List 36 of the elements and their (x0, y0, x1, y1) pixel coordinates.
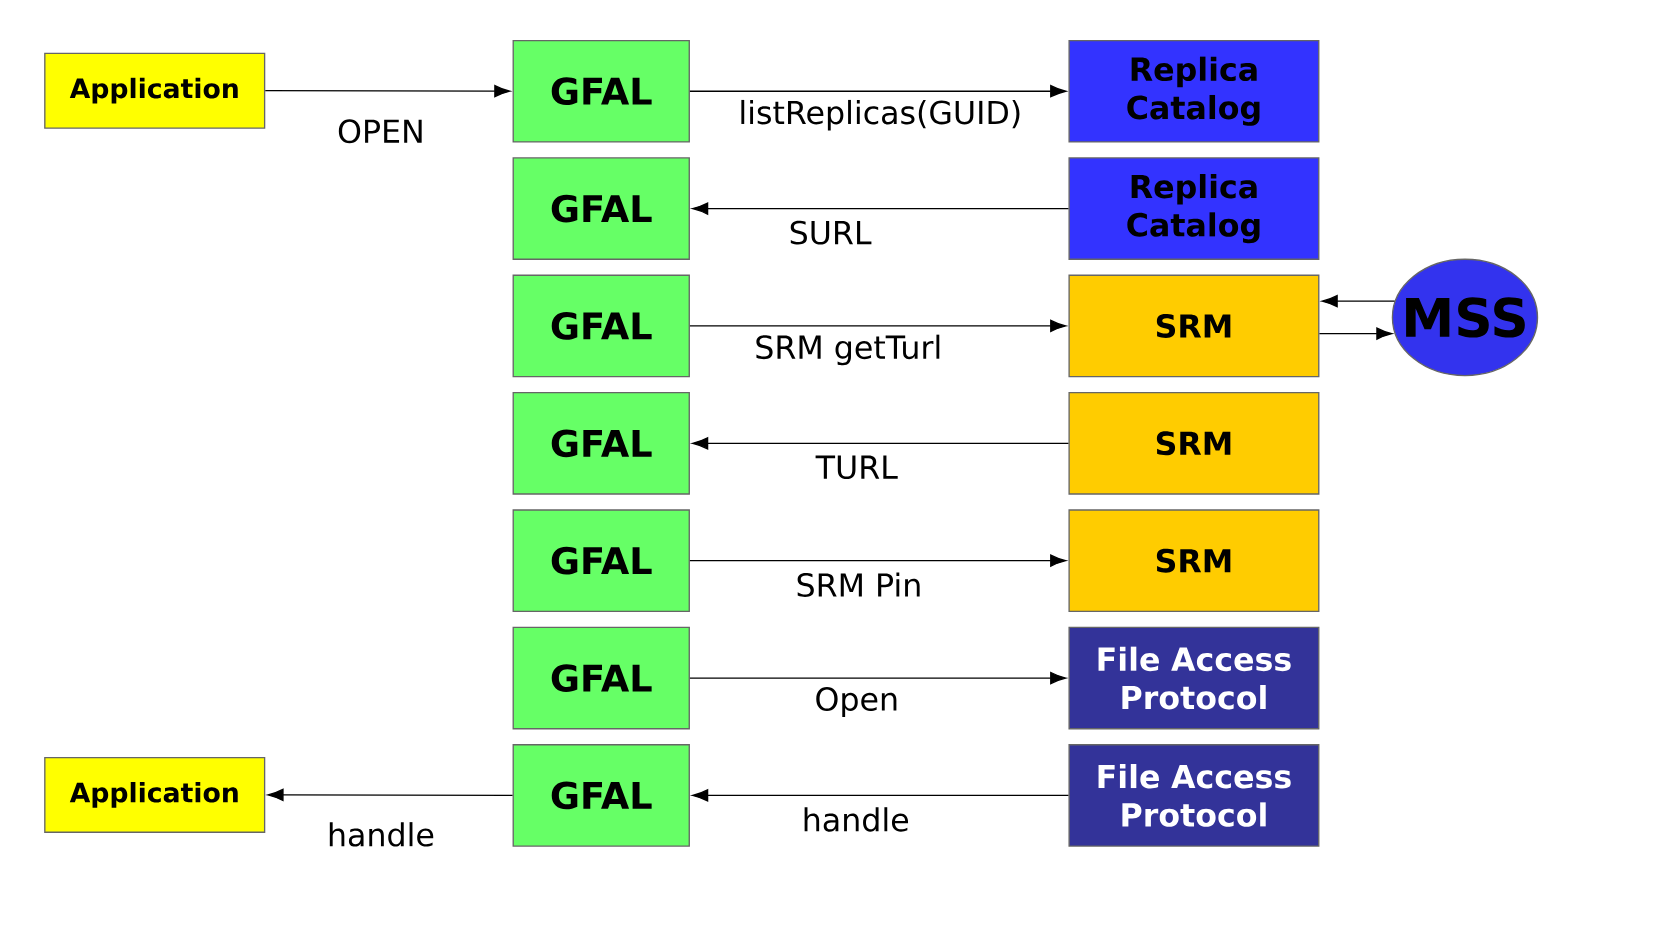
arrow (1318, 327, 1393, 340)
edge-label: handle (804, 807, 908, 832)
arrow (689, 85, 1067, 98)
application-box: Application (44, 52, 266, 129)
library-box: GFAL (512, 157, 690, 261)
arrow (264, 85, 511, 98)
application-box: Application (44, 756, 266, 833)
library-box: GFAL (512, 509, 690, 613)
edge-label: listReplicas(GUID) (741, 100, 1020, 131)
arrow (692, 437, 1070, 450)
edge-label: OPEN (338, 119, 422, 144)
library-box: GFAL (512, 39, 690, 143)
edge-label: SRM getTurl (756, 334, 940, 366)
edge-label: TURL (815, 455, 898, 480)
edge-label: SRM Pin (797, 572, 920, 598)
library-box: GFAL (512, 274, 690, 378)
storage-manager-box: SRM (1068, 392, 1320, 495)
catalog-box: Replica Catalog (1068, 39, 1320, 143)
arrow (689, 671, 1067, 685)
arrow (689, 554, 1067, 567)
arrow (692, 202, 1070, 215)
storage-manager-box: SRM (1068, 509, 1320, 613)
arrow (267, 788, 514, 802)
edge-label: Open (816, 687, 897, 718)
arrow (1321, 295, 1396, 308)
edge-label: handle (329, 822, 434, 847)
catalog-box: Replica Catalog (1068, 157, 1320, 261)
edge-label: SURL (790, 220, 872, 245)
arrow (689, 319, 1067, 333)
arrow (692, 789, 1070, 802)
storage-manager-box: SRM (1068, 274, 1320, 378)
library-box: GFAL (512, 392, 690, 495)
library-box: GFAL (512, 626, 690, 730)
protocol-box: File Access Protocol (1068, 744, 1320, 847)
library-box: GFAL (512, 744, 690, 847)
protocol-box: File Access Protocol (1068, 626, 1320, 730)
